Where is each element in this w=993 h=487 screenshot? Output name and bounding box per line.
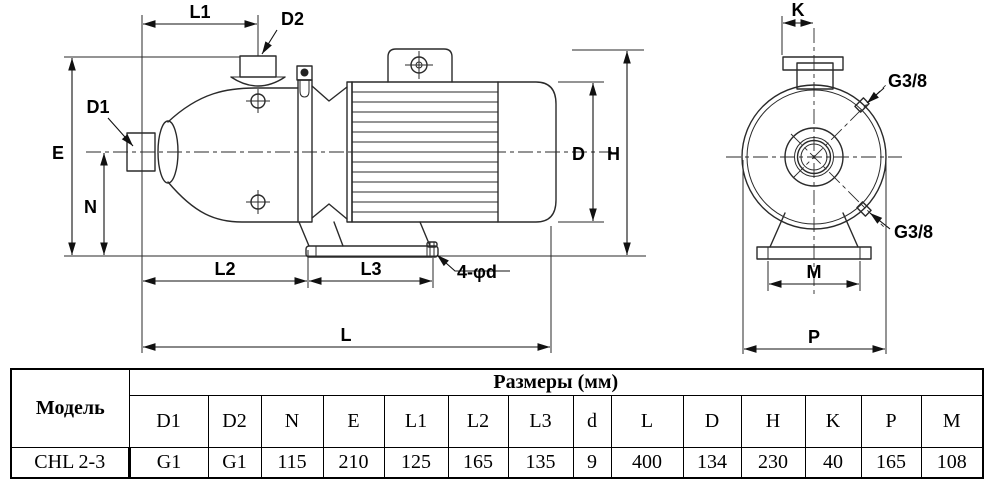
column-header-H: H bbox=[740, 395, 806, 448]
mounting-foot bbox=[298, 221, 439, 258]
dimensions-table: Модель Размеры (мм) D1 D2 N E L1 L2 L3 d… bbox=[10, 368, 985, 479]
dim-label-G38-top: G3/8 bbox=[888, 71, 927, 91]
table-cell: 135 bbox=[507, 447, 574, 479]
table-row: CHL 2-3 G1 G1 115 210 125 165 135 9 400 … bbox=[10, 447, 984, 479]
table-cell: 9 bbox=[572, 447, 612, 479]
table-cell: G1 bbox=[128, 447, 209, 479]
end-view-pedestal bbox=[756, 212, 872, 260]
dim-label-D2: D2 bbox=[281, 9, 304, 29]
table-cell: 165 bbox=[860, 447, 922, 479]
end-view-dimensions: K G3/8 G3/8 M P bbox=[742, 0, 933, 354]
motor-fins bbox=[352, 91, 498, 213]
side-view-dimensions: L1 D2 E N D1 L2 L3 4-φd L D H bbox=[52, 2, 644, 353]
dim-label-K: K bbox=[792, 0, 805, 20]
dim-label-D: D bbox=[572, 144, 585, 164]
leader-G38-bottom bbox=[869, 212, 891, 230]
discharge-skirt bbox=[230, 76, 286, 87]
dim-label-D1: D1 bbox=[86, 97, 109, 117]
table-cell: 400 bbox=[610, 447, 684, 479]
column-header-L1: L1 bbox=[383, 395, 449, 448]
adapter-neck-bottom bbox=[311, 203, 348, 220]
column-header-d: d bbox=[572, 395, 612, 448]
dim-label-N: N bbox=[84, 197, 97, 217]
leader-foot-holes bbox=[436, 254, 510, 272]
top-port-neck bbox=[796, 62, 834, 90]
top-port-flange bbox=[782, 56, 844, 71]
column-header-D2: D2 bbox=[207, 395, 262, 448]
casing-bolt-top bbox=[246, 89, 270, 113]
pump-body-top bbox=[167, 87, 299, 123]
table-cell: G1 bbox=[207, 447, 262, 479]
table-cell: 40 bbox=[804, 447, 862, 479]
model-column-header: Модель bbox=[10, 368, 130, 448]
leader-D2 bbox=[261, 29, 278, 55]
column-header-D1: D1 bbox=[128, 395, 209, 448]
casing-clamp bbox=[296, 65, 313, 98]
terminal-box bbox=[387, 48, 453, 83]
pump-side-view bbox=[64, 48, 646, 258]
pump-technical-drawing: L1 D2 E N D1 L2 L3 4-φd L D H bbox=[52, 0, 933, 354]
dim-label-G38-bottom: G3/8 bbox=[894, 222, 933, 242]
dim-label-P: P bbox=[808, 327, 820, 347]
table-cell: 210 bbox=[322, 447, 385, 479]
leader-G38-top bbox=[866, 87, 885, 104]
table-cell: 125 bbox=[383, 447, 449, 479]
column-header-P: P bbox=[860, 395, 922, 448]
dim-label-L3: L3 bbox=[360, 259, 381, 279]
table-cell: 230 bbox=[740, 447, 806, 479]
column-header-L2: L2 bbox=[447, 395, 509, 448]
pump-body-bottom bbox=[167, 181, 299, 223]
model-cell: CHL 2-3 bbox=[10, 447, 131, 479]
discharge-port bbox=[239, 55, 277, 78]
column-header-N: N bbox=[260, 395, 324, 448]
suction-port bbox=[126, 132, 156, 172]
dim-label-L1: L1 bbox=[189, 2, 210, 22]
column-header-M: M bbox=[920, 395, 984, 448]
column-header-D: D bbox=[682, 395, 742, 448]
column-header-L3: L3 bbox=[507, 395, 574, 448]
foot-hole-boss bbox=[426, 241, 438, 248]
pump-end-view bbox=[726, 28, 902, 294]
adapter-neck-top bbox=[311, 85, 348, 102]
casing-flange bbox=[297, 79, 313, 223]
table-header-row-1: Модель Размеры (мм) bbox=[10, 368, 984, 448]
dim-label-E: E bbox=[52, 143, 64, 163]
plug-lower bbox=[856, 201, 872, 217]
terminal-box-screw bbox=[405, 51, 433, 79]
column-header-E: E bbox=[322, 395, 385, 448]
casing-bolt-bottom bbox=[246, 190, 270, 214]
table-cell: 165 bbox=[447, 447, 509, 479]
table-cell: 134 bbox=[682, 447, 742, 479]
leader-D1 bbox=[107, 117, 134, 147]
column-header-L: L bbox=[610, 395, 684, 448]
table-cell: 108 bbox=[920, 447, 984, 479]
motor-end-cap bbox=[497, 81, 557, 223]
dim-label-H: H bbox=[607, 144, 620, 164]
dim-label-M: M bbox=[807, 262, 822, 282]
table-header-row-2: D1 D2 N E L1 L2 L3 d L D H K P M bbox=[11, 395, 984, 448]
dim-label-foot-holes: 4-φd bbox=[457, 262, 497, 282]
dim-label-L2: L2 bbox=[214, 259, 235, 279]
plug-upper bbox=[854, 97, 870, 113]
dim-label-L: L bbox=[341, 325, 352, 345]
table-cell: 115 bbox=[260, 447, 324, 479]
dimensions-group-header: Размеры (мм) bbox=[128, 368, 984, 396]
diagonal-centerline-lower bbox=[790, 133, 885, 228]
column-header-K: K bbox=[804, 395, 862, 448]
